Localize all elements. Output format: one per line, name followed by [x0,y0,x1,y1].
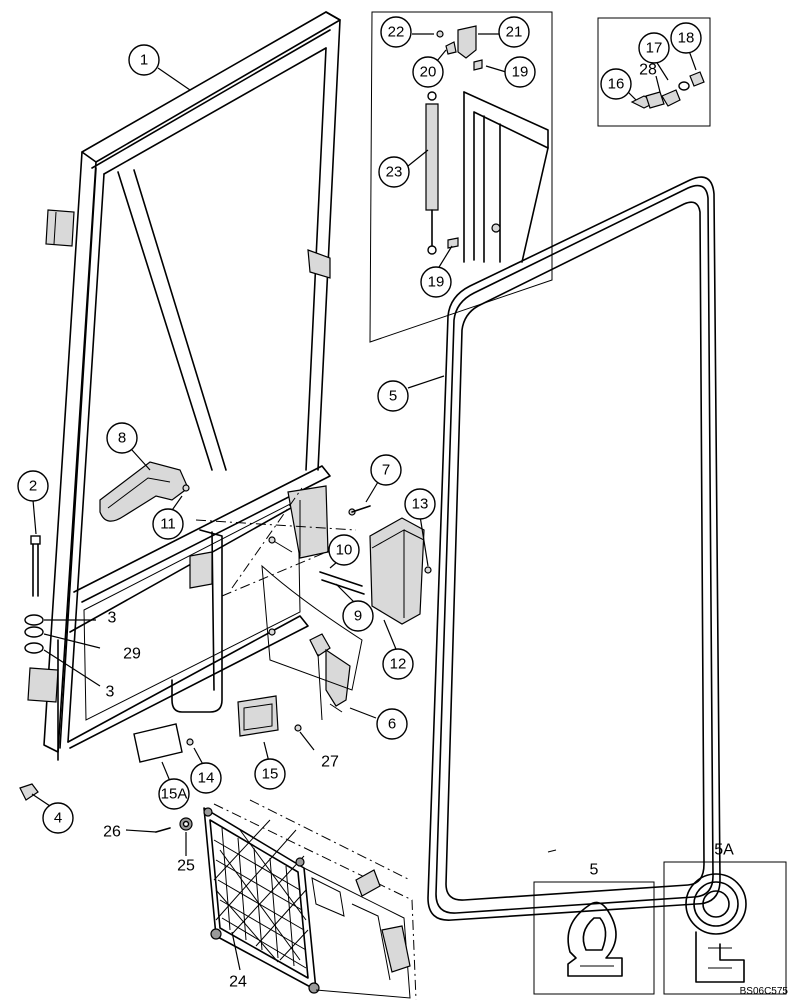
gas-strut-inset [369,11,553,343]
svg-text:17: 17 [646,40,663,57]
callout-3-lower: 3 [106,684,115,701]
callout-18: 18 [670,22,702,54]
svg-text:19: 19 [512,64,529,81]
svg-text:11: 11 [160,516,176,533]
callout-19-upper: 19 [504,56,536,88]
callout-14: 14 [190,762,222,794]
callout-4: 4 [42,802,74,834]
hardware-inset [597,17,711,127]
callout-10: 10 [328,534,360,566]
svg-text:16: 16 [608,76,625,93]
svg-text:21: 21 [506,24,523,41]
window-seal [427,176,721,921]
door-latch [261,564,363,721]
svg-text:20: 20 [420,64,437,81]
callout-23: 23 [378,156,410,188]
callout-5: 5 [377,380,409,412]
fasteners [182,484,432,746]
callout-6: 6 [376,708,408,740]
svg-text:10: 10 [336,542,353,559]
callout-24: 24 [229,974,247,991]
callout-22: 22 [380,16,412,48]
callout-9: 9 [342,600,374,632]
svg-text:6: 6 [388,716,396,733]
svg-text:2: 2 [29,478,37,495]
callout-29: 29 [123,646,141,663]
door-frame [27,11,357,753]
seal-section-5a-label: 5A [714,842,734,859]
callout-12: 12 [382,648,414,680]
svg-text:13: 13 [412,496,429,513]
callout-13: 13 [404,488,436,520]
callout-27: 27 [321,754,339,771]
callout-25: 25 [177,858,195,875]
seal-section-5a [663,861,787,995]
callout-15a: 15A [158,778,190,810]
callout-8: 8 [106,422,138,454]
nut-and-screw [155,817,193,833]
svg-text:23: 23 [386,164,403,181]
seal-section-5-label: 5 [590,862,599,879]
leader-lines [31,33,697,971]
hinge-pin [19,535,59,801]
callout-7: 7 [370,454,402,486]
svg-text:1: 1 [140,52,148,69]
svg-text:12: 12 [390,656,407,673]
callout-2: 2 [17,470,49,502]
name-plate [133,695,279,763]
svg-text:15: 15 [262,766,279,783]
callout-19-lower: 19 [420,266,452,298]
callout-28: 28 [639,62,657,79]
callout-3-upper: 3 [108,610,117,627]
callout-26: 26 [103,824,121,841]
latch-cover [369,517,425,625]
callout-20: 20 [412,56,444,88]
mesh-panel [203,799,417,1000]
callout-1: 1 [128,44,160,76]
svg-text:18: 18 [678,30,695,47]
svg-text:5: 5 [389,388,397,405]
svg-text:22: 22 [388,24,405,41]
svg-text:9: 9 [354,608,362,625]
drawing-code: BS06C575 [740,986,789,997]
svg-text:4: 4 [54,810,62,827]
callout-21: 21 [498,16,530,48]
callouts: 1 2 3 29 3 4 5 6 7 8 9 10 11 12 13 14 15… [17,16,734,991]
svg-text:14: 14 [198,770,215,787]
callout-15: 15 [254,758,286,790]
seal-section-5 [533,881,655,995]
svg-text:8: 8 [118,430,126,447]
svg-text:15A: 15A [161,786,188,803]
callout-17: 17 [638,32,670,64]
callout-11: 11 [152,508,184,540]
svg-text:7: 7 [382,462,390,479]
svg-text:19: 19 [428,274,445,291]
callout-16: 16 [600,68,632,100]
